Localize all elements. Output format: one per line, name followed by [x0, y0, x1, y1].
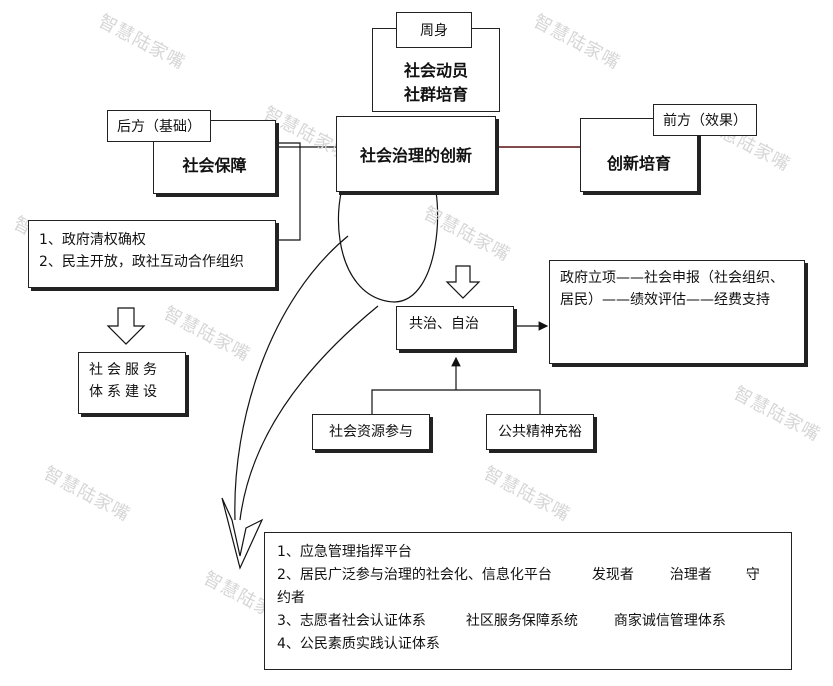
- hollow-arrow-mid: [445, 265, 481, 299]
- platform-item: 1、应急管理指挥平台: [277, 544, 412, 560]
- process-label: 政府立项——社会申报（社会组织、居民）——绩效评估——经费支持: [560, 270, 784, 308]
- spirit-label: 公共精神充裕: [498, 424, 582, 440]
- resource-box: 社会资源参与: [312, 414, 430, 450]
- sweep-arrow-curve: [234, 235, 349, 521]
- hollow-arrow-left: [106, 307, 146, 345]
- co-governance-label: 共治、自治: [409, 316, 479, 332]
- bracket-left: [276, 142, 301, 241]
- sweep-arrow-head: [221, 497, 264, 570]
- center-box: 社会治理的创新: [336, 116, 496, 192]
- tag-front: 前方（效果）: [653, 104, 757, 136]
- tag-surround: 周身: [396, 12, 472, 48]
- list-item: 1、政府清权确权: [39, 232, 146, 248]
- mobilization-title-2: 社群培育: [403, 85, 468, 104]
- platform-item: 社区服务保障系统: [465, 613, 578, 629]
- left-list-box: 1、政府清权确权 2、民主开放，政社互动合作组织: [28, 220, 276, 288]
- platform-item: 4、公民素质实践认证体系: [277, 636, 440, 652]
- platform-item: 约者: [277, 590, 305, 606]
- security-title: 社会保障: [182, 156, 247, 175]
- co-governance-box: 共治、自治: [396, 306, 514, 350]
- platform-box: 1、应急管理指挥平台 2、居民广泛参与治理的社会化、信息化平台 发现者 治理者 守 约…: [264, 532, 792, 670]
- resource-label: 社会资源参与: [329, 424, 413, 440]
- platform-item: 发现者: [591, 567, 634, 583]
- innovation-title: 创新培育: [606, 154, 671, 173]
- process-box: 政府立项——社会申报（社会组织、居民）——绩效评估——经费支持: [549, 260, 805, 364]
- platform-item-row: 3、志愿者社会认证体系 社区服务保障系统 商家诚信管理体系: [277, 610, 779, 633]
- list-item: 2、民主开放，政社互动合作组织: [39, 254, 244, 270]
- platform-item-row: 2、居民广泛参与治理的社会化、信息化平台 发现者 治理者 守: [277, 564, 779, 587]
- platform-item: 2、居民广泛参与治理的社会化、信息化平台: [277, 567, 552, 583]
- service-system-box: 社会服务体系建设: [78, 352, 186, 414]
- platform-item: 商家诚信管理体系: [613, 613, 726, 629]
- spirit-box: 公共精神充裕: [486, 414, 594, 450]
- platform-item: 守: [745, 567, 760, 583]
- sweep-arrow-curve-2: [239, 305, 379, 521]
- tag-rear: 后方（基础）: [107, 110, 211, 142]
- service-system-label: 社会服务体系建设: [89, 362, 161, 400]
- mobilization-title-1: 社会动员: [403, 61, 468, 80]
- platform-item: 3、志愿者社会认证体系: [277, 613, 426, 629]
- platform-item: 治理者: [669, 567, 712, 583]
- link-inputs: [371, 389, 541, 415]
